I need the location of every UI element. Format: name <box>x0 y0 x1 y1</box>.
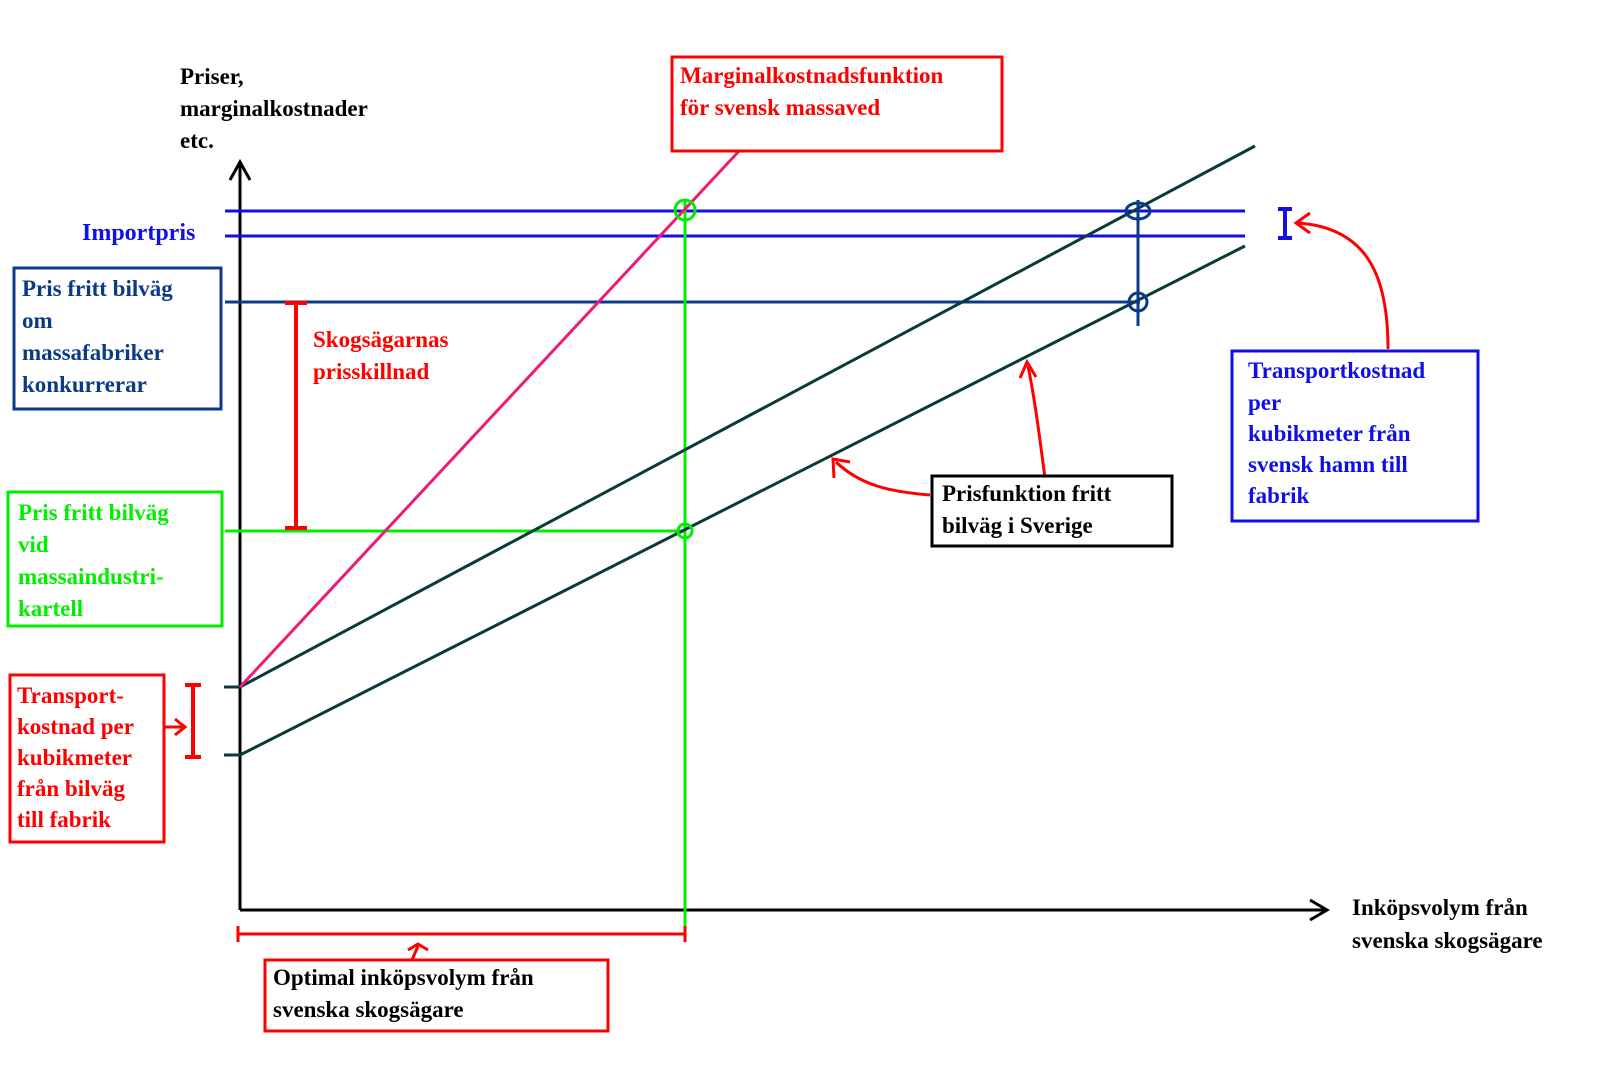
svg-text:Pris fritt bilväg om: Pris fritt bilväg om massafabriker konku… <box>22 276 179 397</box>
prisfunktion-box: Prisfunktion fritt bilväg i Sverige <box>930 474 1174 548</box>
svg-text:Marginalkostnadsfunktion: Marginalkostnadsfunktion för svensk mass… <box>680 63 949 120</box>
arrowhead-optimal-bracket-icon <box>407 942 429 952</box>
svg-text:Transportkostnad per: Transportkostnad per kubikmeter från sve… <box>1248 358 1431 508</box>
import-price-lines <box>225 209 1245 238</box>
price-function-upper-line <box>239 144 1256 689</box>
price-difference-bracket-icon <box>285 301 307 530</box>
importpris-label: Importpris <box>82 220 195 246</box>
road-transport-bracket-icon <box>185 683 201 759</box>
arrowhead-port-icon <box>1293 211 1311 235</box>
yaxis-label: Priser, marginalkostnader etc. <box>180 64 373 153</box>
optimal-volume-bracket-icon <box>236 926 687 942</box>
marginal-import-intersection-marker <box>673 198 697 222</box>
marginal-cost-box: Marginalkostnadsfunktion för svensk mass… <box>670 55 1004 153</box>
arrowhead-prisfunktion-lower-icon <box>831 457 851 479</box>
marginal-cost-line <box>238 148 742 689</box>
price-function-lower-line <box>239 244 1246 757</box>
svg-text:Optimal inköpsvolym från: Optimal inköpsvolym från svenska skogsäg… <box>273 965 539 1022</box>
xaxis-label: Inköpsvolym från svenska skogsägare <box>1352 895 1543 953</box>
svg-text:Pris fritt bilväg vid: Pris fritt bilväg vid massaindustri- kar… <box>18 500 175 621</box>
competitive-price-box: Pris fritt bilväg om massafabriker konku… <box>12 266 223 411</box>
svg-text:Prisfunktion fritt bilvä: Prisfunktion fritt bilväg i Sverige <box>942 481 1117 538</box>
arrow-prisfunktion-upper-icon <box>1026 365 1047 479</box>
port-transport-bracket-icon <box>1278 207 1292 240</box>
cartel-price-intersection-marker <box>676 522 694 540</box>
port-transport-box: Transportkostnad per kubikmeter från sve… <box>1230 349 1480 523</box>
price-difference-label: Skogsägarnas prisskillnad <box>313 327 454 384</box>
arrowhead-road-bracket-icon <box>174 717 188 737</box>
y-axis-arrow-icon <box>228 158 252 181</box>
svg-text:Transport- kostnad per: Transport- kostnad per kubikmeter från b… <box>17 683 139 832</box>
x-axis-arrow-icon <box>1309 898 1330 922</box>
port-lower-marker <box>1127 291 1149 313</box>
port-upper-marker <box>1124 201 1152 221</box>
arrow-optimal-bracket-icon <box>410 945 420 961</box>
arrow-prisfunktion-lower-icon <box>834 460 931 497</box>
cartel-price-box: Pris fritt bilväg vid massaindustri- kar… <box>6 490 224 628</box>
optimal-volume-box: Optimal inköpsvolym från svenska skogsäg… <box>263 958 610 1033</box>
annotation-arrows <box>162 211 1390 961</box>
arrow-to-port-bracket-icon <box>1297 221 1390 350</box>
axes <box>228 158 1330 922</box>
road-transport-box: Transport- kostnad per kubikmeter från b… <box>8 673 166 844</box>
arrowhead-prisfunktion-upper-icon <box>1018 358 1038 379</box>
